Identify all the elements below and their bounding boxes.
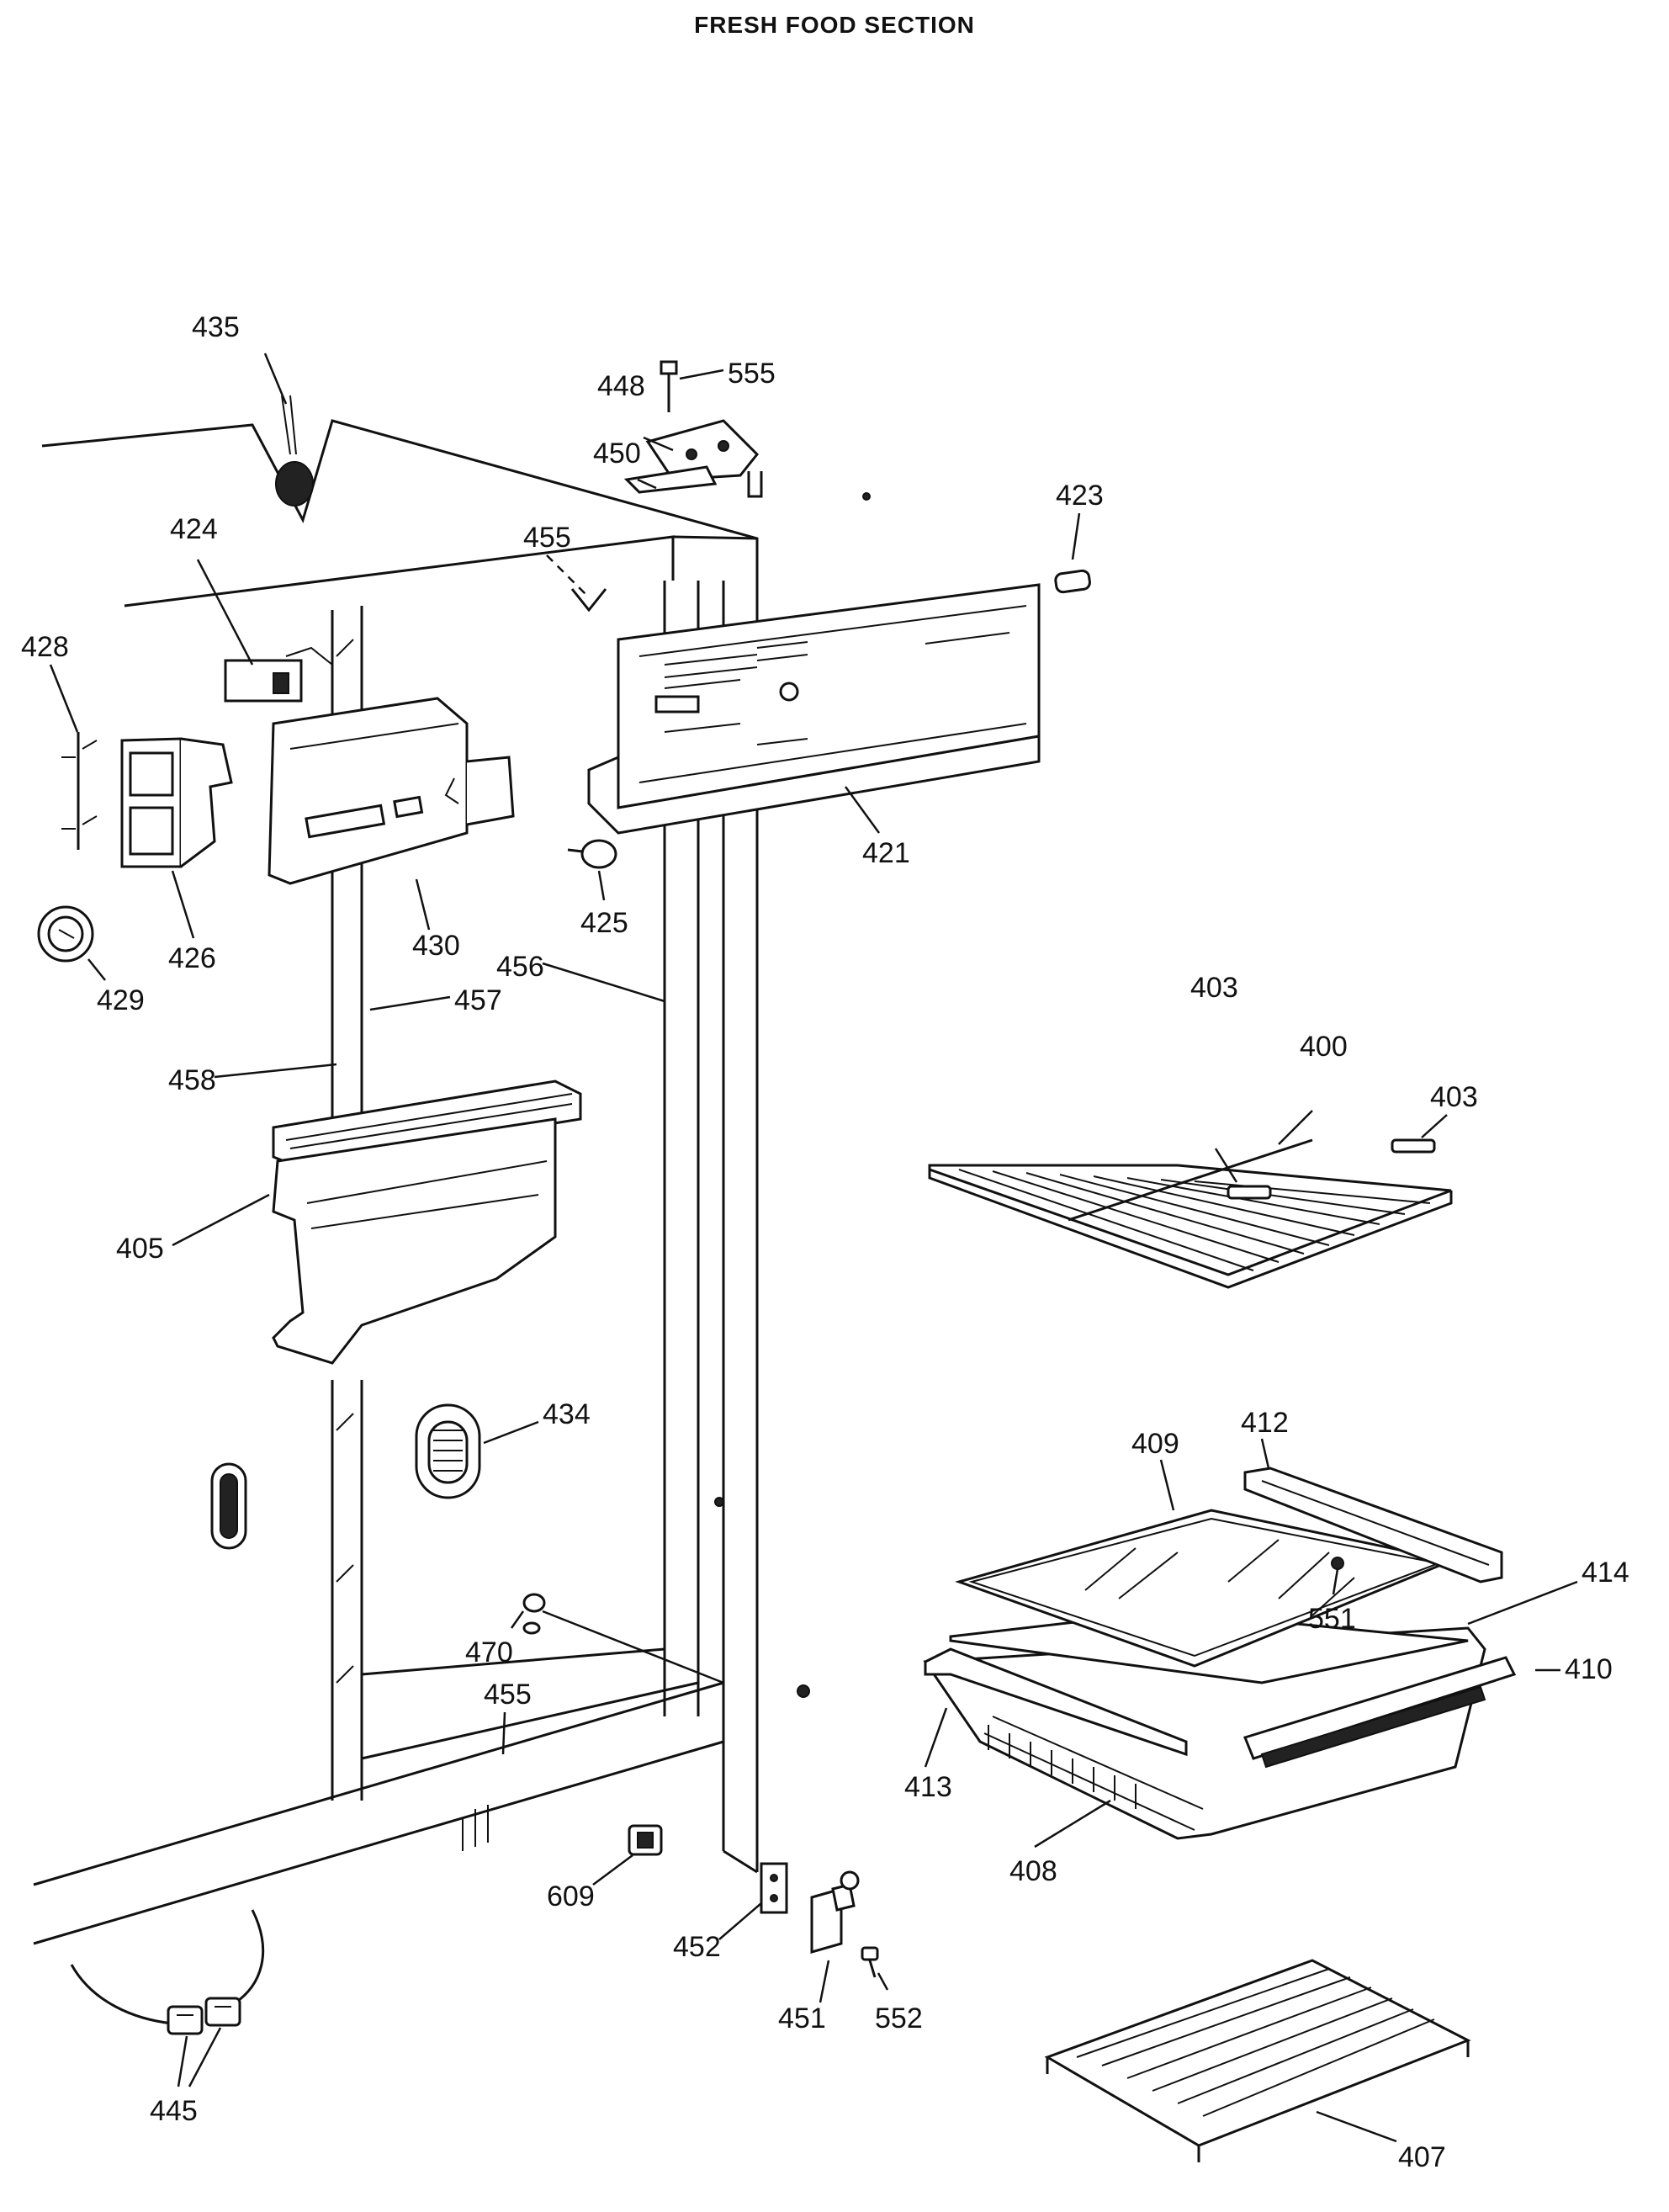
- part-400-wire-shelf: [928, 1110, 1453, 1289]
- label-426: 426: [168, 942, 216, 974]
- part-423-light-socket: [1054, 512, 1091, 594]
- part-421-control-panel: [587, 583, 1041, 835]
- label-552: 552: [875, 2002, 923, 2034]
- part-470-plug: [510, 1593, 724, 1684]
- label-405: 405: [116, 1233, 164, 1265]
- label-425: 425: [580, 907, 628, 939]
- label-435: 435: [192, 311, 240, 343]
- label-609: 609: [547, 1880, 595, 1912]
- part-403-shelf-support-right: [1391, 1114, 1448, 1154]
- label-407: 407: [1398, 2141, 1446, 2173]
- part-552-screw: [861, 1946, 889, 1991]
- part-413-crisper-slide-left: [924, 1647, 1188, 1768]
- label-412: 412: [1241, 1407, 1289, 1439]
- part-452-plate: [718, 1862, 788, 1940]
- part-425-knob: [567, 839, 617, 901]
- label-551: 551: [1308, 1603, 1356, 1635]
- callout-labels: 435 448 555 450 423 455 424 428 426 430 …: [21, 311, 1629, 2173]
- label-455-top: 455: [523, 522, 571, 554]
- cabinet-liner: [33, 419, 871, 1945]
- screw-hole-dot: [862, 492, 871, 501]
- label-403-right: 403: [1430, 1081, 1478, 1113]
- part-551-screw: [1331, 1557, 1344, 1595]
- screw-hole-dot: [797, 1684, 810, 1698]
- label-451: 451: [778, 2002, 826, 2034]
- part-555-hinge-screw: [660, 360, 724, 412]
- leader-457: [369, 995, 451, 1011]
- label-400: 400: [1300, 1031, 1348, 1063]
- leader-455-top: [546, 554, 590, 598]
- label-413: 413: [904, 1771, 952, 1803]
- part-434-vent: [415, 1403, 539, 1499]
- label-428: 428: [21, 631, 69, 663]
- label-434: 434: [543, 1398, 591, 1430]
- label-456: 456: [496, 951, 544, 983]
- part-405-air-duct: [172, 1079, 582, 1365]
- part-426-light-housing: [120, 737, 233, 939]
- part-407-lower-shelf: [1044, 1959, 1471, 2162]
- label-409: 409: [1131, 1428, 1179, 1460]
- leader-456: [542, 962, 665, 1003]
- label-448: 448: [597, 370, 645, 402]
- label-455-bottom: 455: [484, 1679, 532, 1711]
- arrow-455-top: [570, 588, 607, 613]
- part-408-crisper-pan: [923, 1626, 1486, 1849]
- part-609-switch: [592, 1824, 663, 1886]
- label-424: 424: [170, 513, 218, 545]
- part-403-shelf-support-left: [1214, 1148, 1272, 1200]
- cabinet-side-slot-opening: [220, 1473, 238, 1539]
- part-412-crisper-slide-right: [1243, 1438, 1503, 1583]
- label-450: 450: [593, 438, 641, 469]
- label-445: 445: [150, 2095, 198, 2127]
- part-410-crisper-rail: [1243, 1656, 1560, 1769]
- label-408: 408: [1009, 1855, 1057, 1887]
- part-445-wiring-harness: [70, 1909, 265, 2087]
- leader-455-bottom: [501, 1711, 506, 1755]
- label-430: 430: [412, 930, 460, 962]
- label-423: 423: [1056, 480, 1104, 512]
- label-457: 457: [454, 984, 502, 1016]
- part-430-light-shield: [268, 697, 515, 931]
- part-435-thermostat-bulb: [263, 353, 314, 507]
- label-429: 429: [97, 984, 145, 1016]
- label-555: 555: [728, 358, 776, 390]
- label-414: 414: [1582, 1557, 1629, 1589]
- label-403-left: 403: [1190, 972, 1238, 1004]
- screw-hole-dot: [714, 1497, 724, 1507]
- label-458: 458: [168, 1064, 216, 1096]
- part-424-light-switch: [196, 559, 333, 703]
- diagram-title: FRESH FOOD SECTION: [694, 12, 975, 38]
- label-410: 410: [1565, 1653, 1613, 1685]
- leader-458: [214, 1063, 337, 1079]
- part-428-clip: [49, 664, 98, 850]
- label-421: 421: [862, 837, 910, 869]
- label-470: 470: [465, 1636, 513, 1668]
- part-451-bottom-hinge: [810, 1870, 860, 2003]
- label-452: 452: [673, 1931, 721, 1963]
- part-429-dial: [37, 905, 106, 981]
- part-448-top-hinge: [623, 419, 763, 498]
